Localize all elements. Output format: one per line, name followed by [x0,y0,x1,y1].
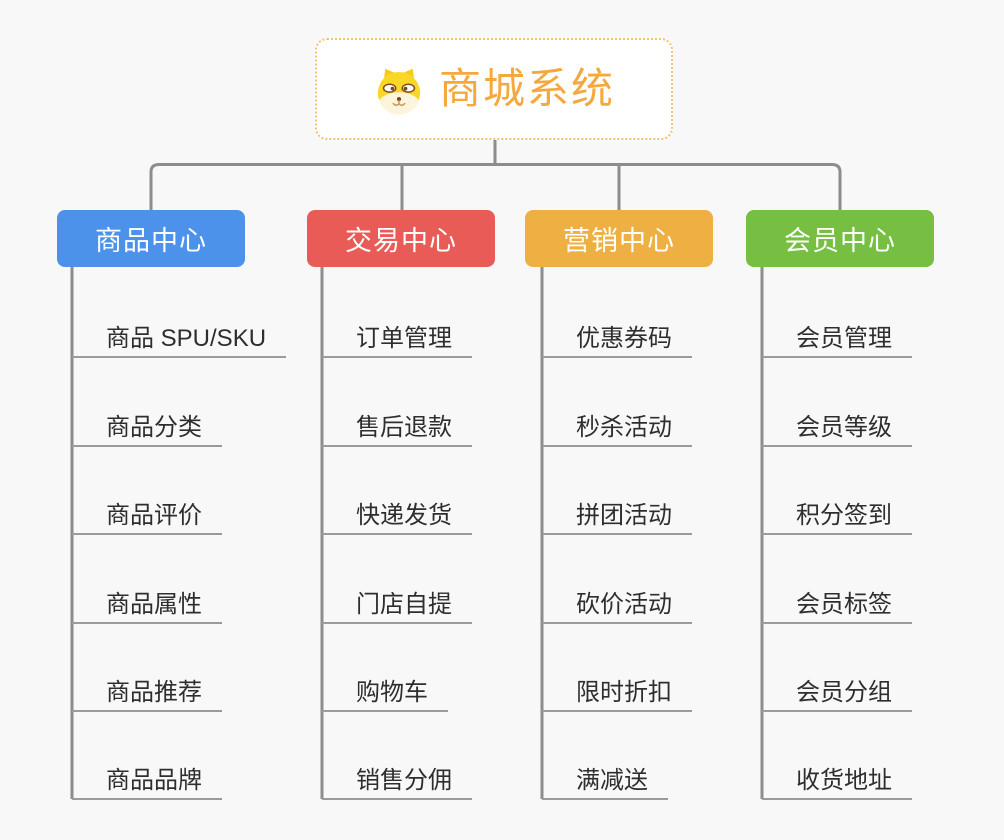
branch-label: 会员中心 [784,226,896,256]
leaf-node[interactable]: 购物车 [322,668,448,712]
branch-node-member-center[interactable]: 会员中心 [746,210,934,267]
leaf-node[interactable]: 门店自提 [322,580,472,624]
branch-node-trade-center[interactable]: 交易中心 [307,210,495,267]
leaf-label: 会员标签 [796,591,892,618]
leaf-node[interactable]: 售后退款 [322,403,472,447]
leaf-node[interactable]: 会员标签 [762,580,912,624]
leaf-label: 订单管理 [356,325,452,352]
leaf-node[interactable]: 商品属性 [72,580,222,624]
leaf-node[interactable]: 商品品牌 [72,756,222,800]
leaf-label: 限时折扣 [576,679,672,706]
leaf-node[interactable]: 限时折扣 [542,668,692,712]
shiba-dog-icon [373,63,425,115]
branch-label: 营销中心 [563,226,675,256]
leaf-label: 秒杀活动 [576,414,672,441]
leaf-node[interactable]: 商品分类 [72,403,222,447]
leaf-label: 会员分组 [796,679,892,706]
leaf-label: 会员管理 [796,325,892,352]
leaf-node[interactable]: 积分签到 [762,491,912,535]
leaf-label: 拼团活动 [576,502,672,529]
leaf-node[interactable]: 砍价活动 [542,580,692,624]
leaf-label: 商品属性 [106,591,202,618]
leaf-label: 售后退款 [356,414,452,441]
leaf-label: 商品评价 [106,502,202,529]
leaf-node[interactable]: 商品推荐 [72,668,222,712]
leaf-node[interactable]: 秒杀活动 [542,403,692,447]
branch-label: 交易中心 [345,226,457,256]
branch-label: 商品中心 [95,226,207,256]
leaf-node[interactable]: 拼团活动 [542,491,692,535]
leaf-label: 门店自提 [356,591,452,618]
leaf-node[interactable]: 商品评价 [72,491,222,535]
leaf-label: 商品 SPU/SKU [106,325,267,352]
branch-node-product-center[interactable]: 商品中心 [57,210,245,267]
leaf-node[interactable]: 会员分组 [762,668,912,712]
leaf-label: 积分签到 [796,502,892,529]
leaf-node[interactable]: 商品 SPU/SKU [72,314,287,358]
leaf-label: 购物车 [356,679,428,706]
leaf-label: 快递发货 [356,502,452,529]
leaf-node[interactable]: 订单管理 [322,314,472,358]
leaf-label: 商品分类 [106,414,202,441]
branch-bus-line [149,163,842,210]
root-node-mall-system[interactable]: 商城系统 [315,38,673,140]
leaf-node[interactable]: 收货地址 [762,756,912,800]
leaf-label: 收货地址 [796,767,892,794]
leaf-node[interactable]: 会员等级 [762,403,912,447]
leaf-label: 商品品牌 [106,767,202,794]
leaf-node[interactable]: 满减送 [542,756,668,800]
leaf-node[interactable]: 快递发货 [322,491,472,535]
leaf-label: 优惠券码 [576,325,672,352]
leaf-node[interactable]: 销售分佣 [322,756,472,800]
leaf-label: 砍价活动 [576,591,672,618]
leaf-label: 会员等级 [796,414,892,441]
leaf-label: 销售分佣 [356,767,452,794]
leaf-node[interactable]: 会员管理 [762,314,912,358]
branch-node-marketing-center[interactable]: 营销中心 [525,210,713,267]
leaf-node[interactable]: 优惠券码 [542,314,692,358]
leaf-label: 满减送 [576,767,648,794]
root-node-label: 商城系统 [438,65,615,112]
leaf-label: 商品推荐 [106,679,202,706]
